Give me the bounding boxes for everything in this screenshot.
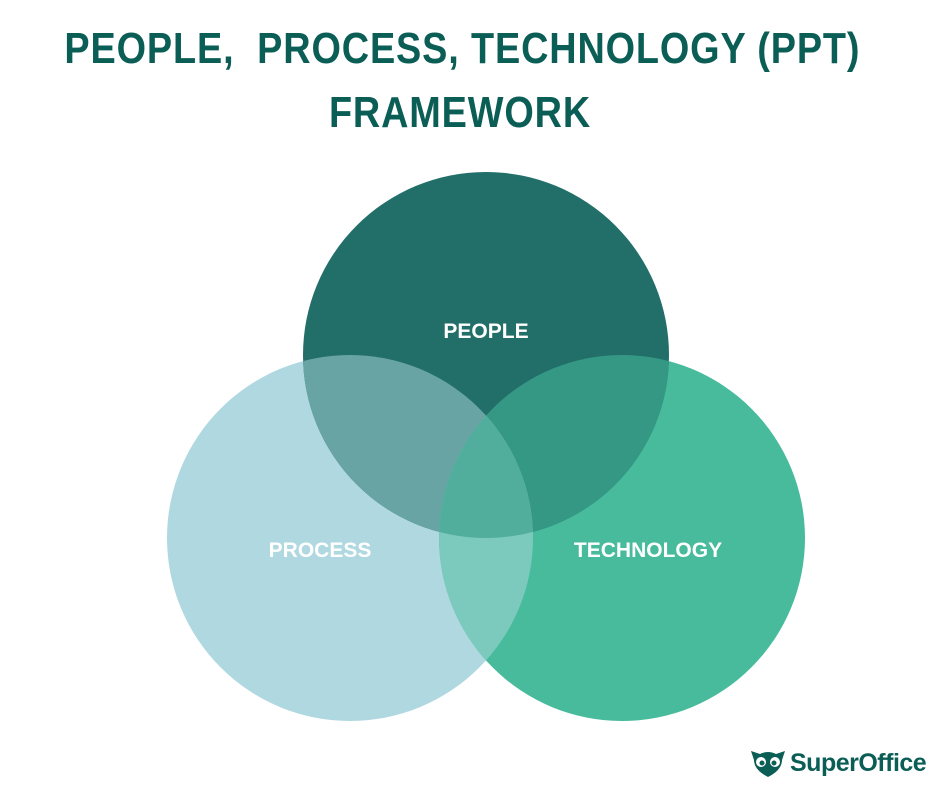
people-technology-overlap [439, 355, 669, 538]
title-line-1: PEOPLE, PROCESS, TECHNOLOGY (PPT) [64, 24, 861, 73]
process-label: PROCESS [269, 539, 372, 562]
people-label: PEOPLE [443, 320, 528, 343]
logo-text: SuperOffice [790, 748, 927, 777]
title-line-2: FRAMEWORK [328, 88, 592, 137]
owl-icon [751, 751, 785, 777]
technology-label: TECHNOLOGY [574, 539, 722, 562]
people-process-overlap [303, 355, 533, 538]
superoffice-logo: SuperOffice [750, 748, 927, 778]
